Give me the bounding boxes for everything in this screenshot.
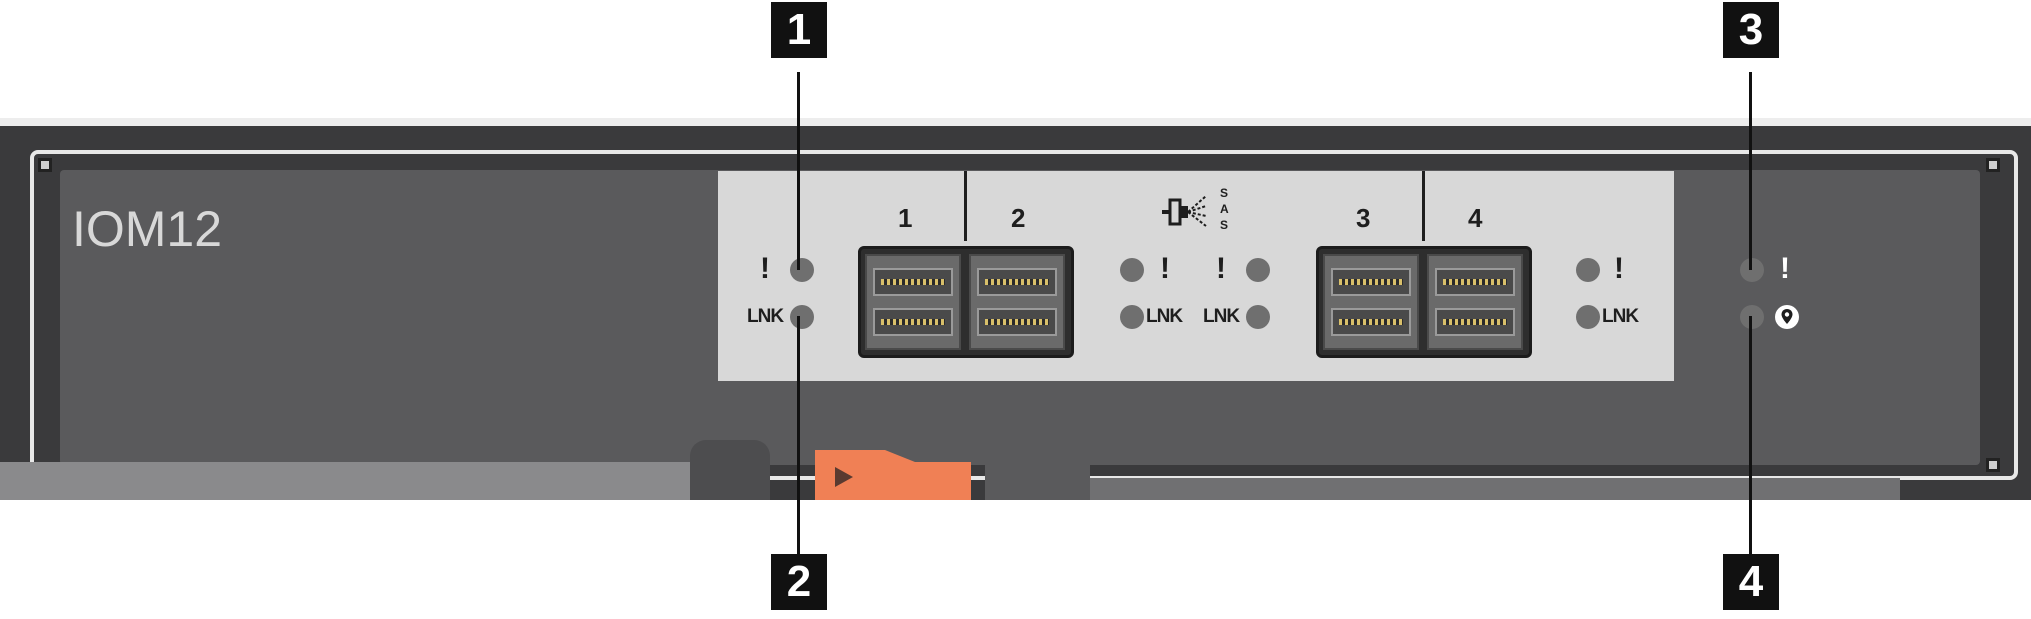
port-divider [964, 171, 967, 241]
callout-3: 3 [1723, 2, 1779, 58]
link-led [790, 305, 814, 329]
screw-icon [38, 158, 52, 172]
sas-letter: S [1220, 218, 1229, 232]
sas-port-2[interactable] [969, 254, 1065, 350]
lower-rail-left [0, 462, 690, 500]
link-led [1576, 305, 1600, 329]
fault-led-label: ! [1160, 252, 1170, 285]
callout-4: 4 [1723, 554, 1779, 610]
sas-connector-icon [1160, 188, 1232, 236]
fault-led [1576, 258, 1600, 282]
link-led-label: LNK [1203, 306, 1240, 327]
sas-port-4[interactable] [1427, 254, 1523, 350]
module-identify-led [1740, 305, 1764, 329]
release-latch[interactable] [815, 450, 971, 500]
port-number-3: 3 [1356, 203, 1371, 233]
fault-led [1246, 258, 1270, 282]
sas-port-1[interactable] [865, 254, 961, 350]
module-label: IOM12 [72, 201, 223, 257]
screw-icon [1986, 158, 2000, 172]
link-led-label: LNK [747, 306, 784, 327]
fault-led [790, 258, 814, 282]
fault-led [1120, 258, 1144, 282]
callout-leader-4 [1749, 316, 1752, 554]
port-number-1: 1 [898, 203, 913, 233]
handle-block [690, 440, 770, 500]
fault-led-label: ! [1216, 252, 1226, 285]
link-led-label: LNK [1146, 306, 1183, 327]
port-cage-1-2 [858, 246, 1074, 358]
fault-led-label: ! [1614, 252, 1624, 285]
lower-rail-right [1090, 478, 1900, 500]
callout-leader-2 [797, 316, 800, 554]
module-fault-led [1740, 258, 1764, 282]
callout-1: 1 [771, 2, 827, 58]
chassis-top-rail [0, 118, 2031, 126]
fault-led-label: ! [760, 252, 770, 285]
lower-rail-mid [985, 462, 1090, 500]
link-led [1120, 305, 1144, 329]
sas-letter: S [1220, 186, 1229, 200]
callout-2: 2 [771, 554, 827, 610]
sas-port-3[interactable] [1323, 254, 1419, 350]
location-pin-icon [1774, 304, 1800, 330]
screw-icon [1986, 458, 2000, 472]
port-number-4: 4 [1468, 203, 1483, 233]
link-led-label: LNK [1602, 306, 1639, 327]
link-led [1246, 305, 1270, 329]
module-fault-icon: ! [1780, 252, 1790, 285]
port-cage-3-4 [1316, 246, 1532, 358]
callout-leader-1 [797, 72, 800, 270]
sas-letter: A [1220, 202, 1229, 216]
port-divider [1422, 171, 1425, 241]
callout-leader-3 [1749, 72, 1752, 270]
port-number-2: 2 [1011, 203, 1026, 233]
